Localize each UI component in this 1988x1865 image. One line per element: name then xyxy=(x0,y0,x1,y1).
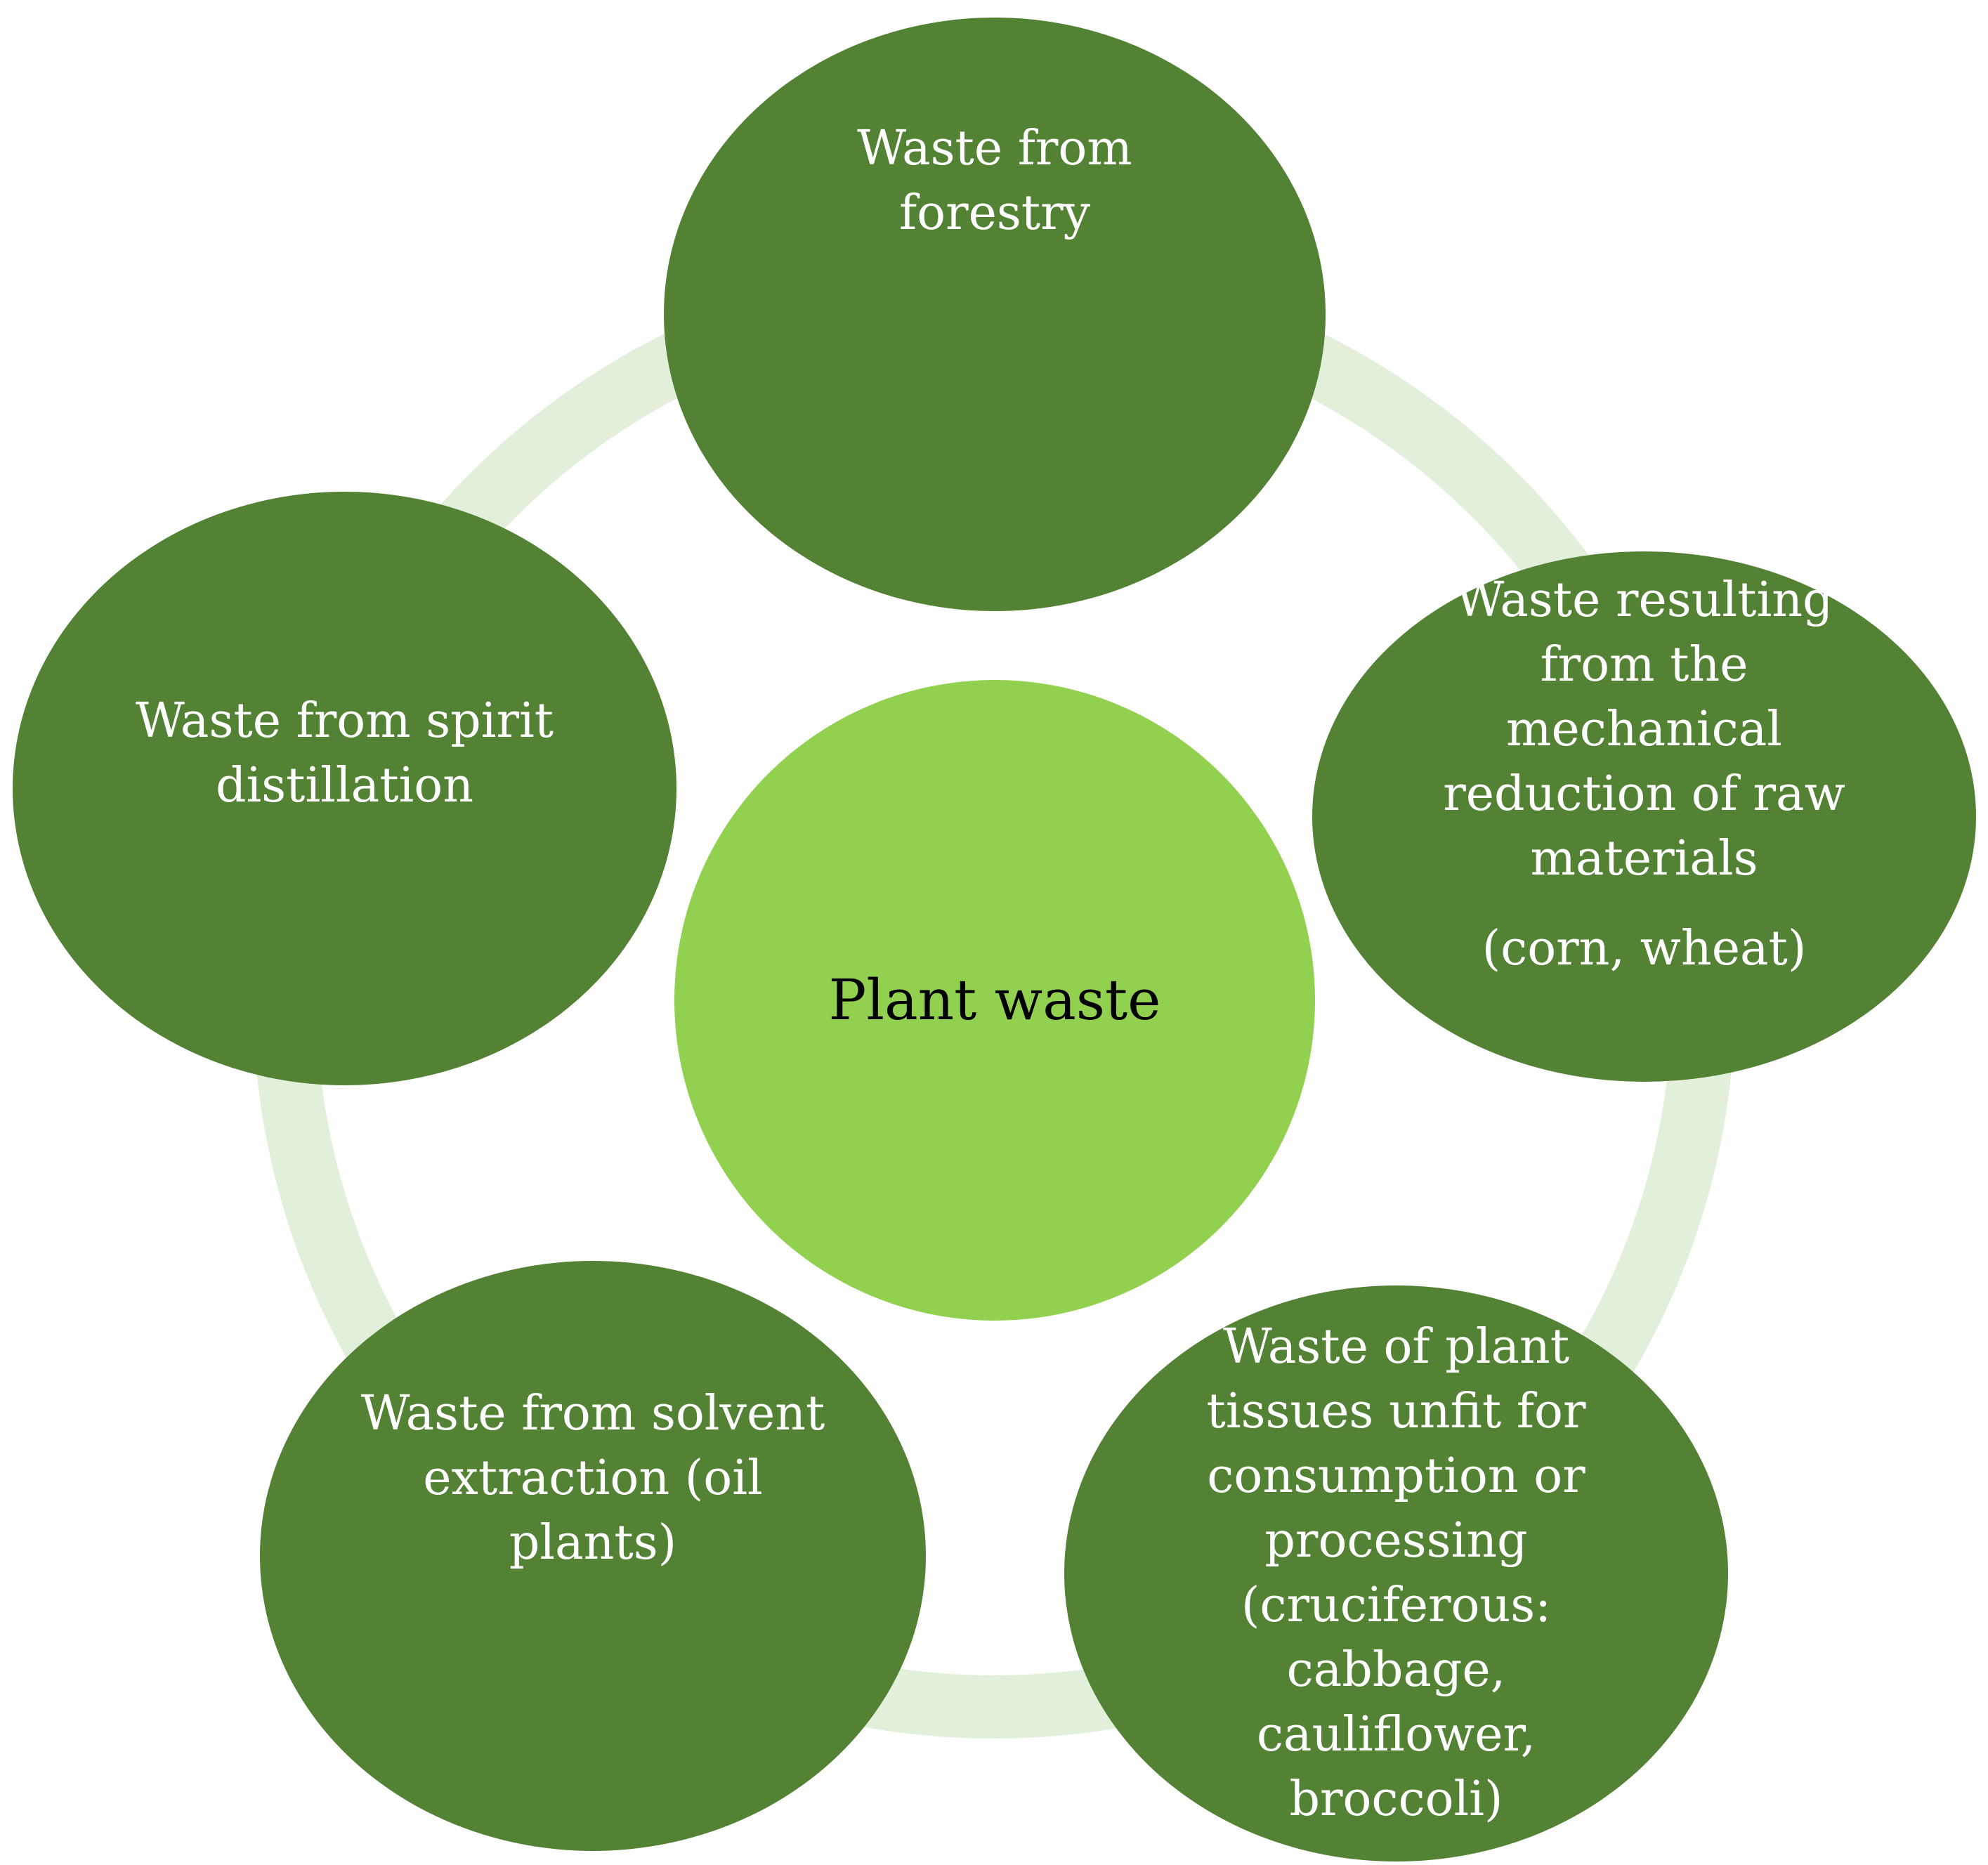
label-line: forestry xyxy=(898,185,1090,241)
node-waste-spirit-distillation: Waste from spirit distillation xyxy=(13,492,676,1085)
label-line: distillation xyxy=(215,757,474,813)
label-line: cabbage, xyxy=(1286,1642,1506,1698)
node-waste-plant-tissues: Waste of plant tissues unfit for consump… xyxy=(1064,1285,1728,1861)
label-line: Waste from solvent xyxy=(360,1386,825,1441)
node-waste-forestry: Waste from forestry xyxy=(664,18,1326,611)
node-label: Waste from spirit distillation xyxy=(136,689,554,818)
label-line: Waste from xyxy=(857,120,1132,176)
node-waste-solvent-extraction: Waste from solvent extraction (oil plant… xyxy=(260,1261,926,1851)
label-line: (cruciferous: xyxy=(1241,1578,1552,1633)
node-label: Waste from solvent extraction (oil plant… xyxy=(361,1382,825,1576)
node-label: Waste from forestry xyxy=(857,117,1132,246)
node-label: Waste of plant tissues unfit for consump… xyxy=(1207,1315,1586,1832)
label-line: cauliflower, xyxy=(1256,1707,1536,1762)
label-line: from the xyxy=(1540,636,1748,693)
label-line: broccoli) xyxy=(1289,1772,1503,1827)
label-line: materials xyxy=(1530,830,1758,886)
node-waste-mechanical-reduction: Waste resulting from the mechanical redu… xyxy=(1312,551,1976,1082)
center-label: Plant waste xyxy=(828,967,1161,1033)
label-line: extraction (oil xyxy=(423,1451,763,1506)
center-node-plant-waste: Plant waste xyxy=(674,680,1315,1321)
label-line: tissues unfit for xyxy=(1206,1384,1586,1439)
label-sub: (corn, wheat) xyxy=(1482,920,1807,976)
label-line: Waste from spirit xyxy=(135,693,554,749)
label-line: Waste resulting xyxy=(1455,572,1833,628)
line-gap xyxy=(1443,891,1845,917)
node-label: Waste resulting from the mechanical redu… xyxy=(1443,568,1845,981)
label-line: mechanical xyxy=(1505,701,1783,757)
label-line: reduction of raw xyxy=(1443,766,1845,822)
label-line: processing xyxy=(1264,1513,1528,1569)
label-line: plants) xyxy=(509,1515,677,1571)
label-line: Waste of plant xyxy=(1222,1319,1570,1375)
label-line: consumption or xyxy=(1207,1448,1585,1504)
